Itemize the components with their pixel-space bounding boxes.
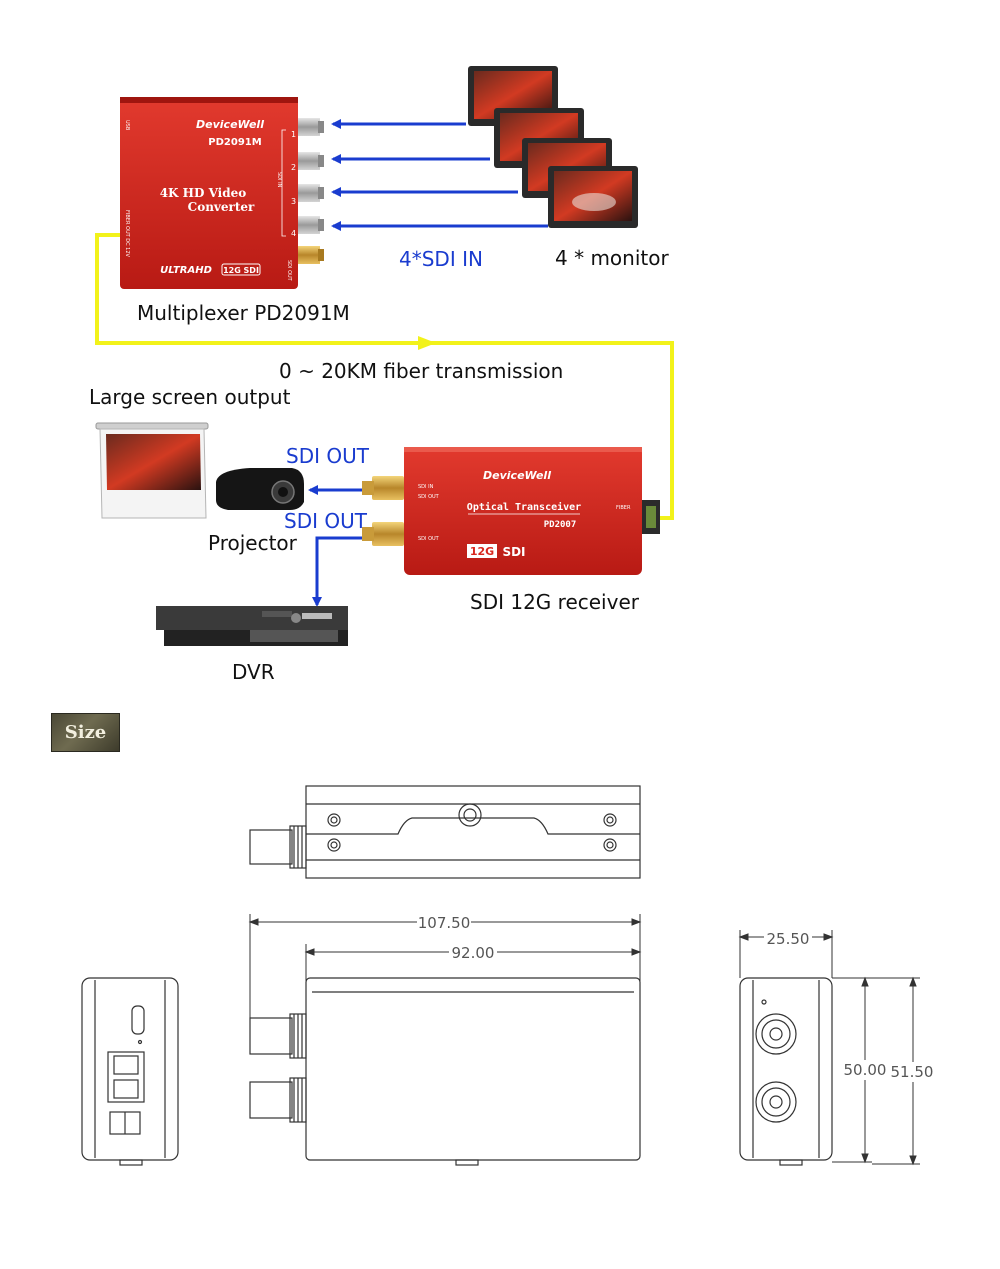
fiber-direction-arrow <box>418 336 436 350</box>
multiplexer-badge: ULTRAHD <box>160 265 212 276</box>
multiplexer-port-2: 2 <box>291 163 296 172</box>
dim-height-total: 51.50 <box>891 1063 934 1081</box>
dim-length-body: 92.00 <box>452 944 495 962</box>
monitor <box>548 166 638 228</box>
label-large-screen: Large screen output <box>89 385 291 409</box>
bnc-connector <box>298 184 324 202</box>
label-multiplexer: Multiplexer PD2091M <box>137 301 350 325</box>
receiver-port-sdi-in: SDI IN <box>418 484 434 490</box>
label-receiver: SDI 12G receiver <box>470 590 639 614</box>
label-projector: Projector <box>208 531 297 555</box>
label-sdi-out-2: SDI OUT <box>284 509 367 533</box>
multiplexer-device: DeviceWell PD2091M 4K HD Video Converter… <box>120 97 298 289</box>
multiplexer-side-left: FIBER OUT DC 12V <box>124 210 130 258</box>
receiver-model: PD2007 <box>544 520 577 530</box>
multiplexer-model: PD2091M <box>208 137 261 148</box>
bnc-connector <box>298 152 324 170</box>
multiplexer-port-3: 3 <box>291 197 296 206</box>
receiver-badge: 12G <box>470 545 494 558</box>
multiplexer-side-sdi-in: SDI IN <box>276 172 282 188</box>
size-section-badge: Size <box>51 713 120 752</box>
receiver-title: Optical Transceiver <box>467 501 581 513</box>
bnc-connector <box>362 476 404 500</box>
receiver-port-sdi-out-1: SDI OUT <box>418 494 440 500</box>
receiver-port-sdi-out-2: SDI OUT <box>418 536 440 542</box>
multiplexer-side-sdi-out: SDI OUT <box>286 260 292 282</box>
label-sdi-in: 4*SDI IN <box>399 247 483 271</box>
label-monitors: 4 * monitor <box>555 246 669 270</box>
multiplexer-title-2: Converter <box>188 200 255 214</box>
dim-length-total: 107.50 <box>418 914 471 932</box>
bnc-connector <box>298 118 324 136</box>
dim-height-body: 50.00 <box>844 1061 887 1079</box>
monitor-group <box>468 66 638 228</box>
drawing-side-top <box>249 785 641 879</box>
multiplexer-brand: DeviceWell <box>196 118 264 131</box>
multiplexer-title-1: 4K HD Video <box>160 186 247 200</box>
dimension-lines <box>248 914 642 1050</box>
bnc-connector <box>298 216 324 234</box>
multiplexer-port-4: 4 <box>291 229 296 238</box>
multiplexer-port-1: 1 <box>291 130 296 139</box>
receiver-badge-suffix: SDI <box>502 545 525 559</box>
drawing-end-left <box>81 977 179 1166</box>
label-sdi-out-1: SDI OUT <box>286 444 369 468</box>
bnc-connector <box>362 522 404 546</box>
drawing-end-right <box>739 977 833 1166</box>
projection-screen <box>95 422 209 519</box>
multiplexer-badge-tag: 12G SDI <box>223 266 259 275</box>
receiver-brand: DeviceWell <box>483 469 551 482</box>
fiber-cable <box>95 233 674 520</box>
multiplexer-side-usb: USB <box>124 120 130 131</box>
sdi-out-arrow-dvr <box>312 536 362 607</box>
bnc-connector <box>298 246 324 264</box>
dvr <box>156 606 348 646</box>
receiver-fiber-label: FIBER <box>616 505 631 511</box>
label-dvr: DVR <box>232 660 275 684</box>
multiplexer-connectors <box>298 118 324 264</box>
dimension-lines-end <box>738 930 920 1166</box>
projector <box>216 468 304 510</box>
receiver-device: DeviceWell Optical Transceiver PD2007 12… <box>362 447 660 575</box>
drawing-side-bottom <box>249 977 641 1166</box>
dim-width: 25.50 <box>767 930 810 948</box>
label-fiber: 0 ~ 20KM fiber transmission <box>279 359 564 383</box>
